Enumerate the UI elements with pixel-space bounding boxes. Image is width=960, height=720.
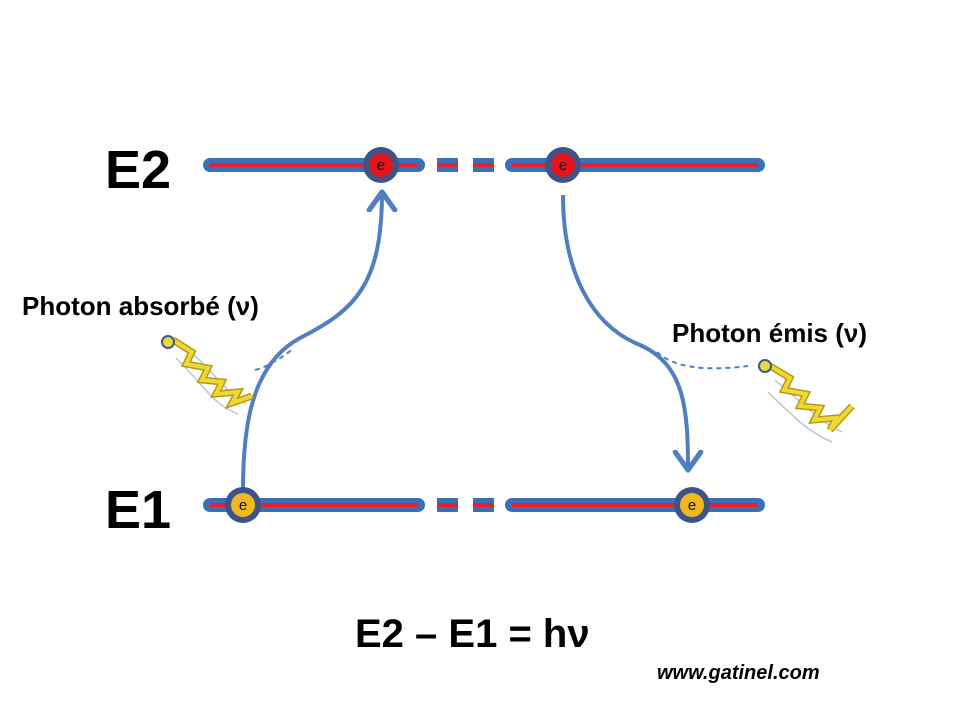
electron-label: e [377, 157, 385, 174]
absorbed-photon-label: Photon absorbé (ν) [22, 291, 259, 321]
electron-e2-left: e [363, 147, 399, 183]
electron-e1-left: e [225, 487, 261, 523]
emission-arrow [561, 194, 688, 470]
absorbed-photon-icon [161, 335, 254, 415]
electron-e1-right: e [674, 487, 710, 523]
energy-equation: E2 – E1 = hν [355, 612, 590, 656]
level-label-e2: E2 [105, 140, 172, 200]
absorption-arrow [241, 192, 382, 491]
electron-label: e [688, 497, 696, 514]
absorbed-photon-trail [254, 349, 293, 371]
emitted-photon-label: Photon émis (ν) [672, 318, 868, 348]
electron-label: e [239, 497, 247, 514]
emitted-photon-icon [758, 359, 855, 443]
electron-label: e [559, 157, 567, 174]
emitted-photon-trail [656, 351, 749, 370]
level-label-e1: E1 [105, 480, 172, 540]
electron-e2-right: e [545, 147, 581, 183]
website-link[interactable]: www.gatinel.com [657, 662, 820, 684]
